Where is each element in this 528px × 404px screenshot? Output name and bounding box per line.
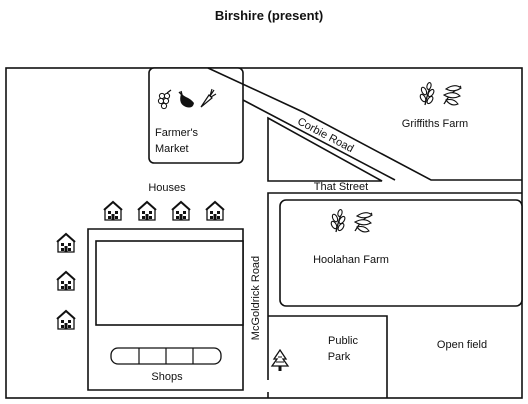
mcgoldrick-road-east-edge bbox=[267, 192, 522, 380]
house-icon bbox=[56, 233, 76, 253]
public-park-label-line2: Park bbox=[328, 351, 351, 363]
eggplant-icon bbox=[178, 90, 194, 108]
house-icon bbox=[171, 201, 191, 221]
public-park-label-line1: Public bbox=[328, 335, 358, 347]
house-icon bbox=[137, 201, 157, 221]
tree-icon bbox=[270, 348, 290, 371]
leaves-icon bbox=[443, 85, 462, 106]
house-icon bbox=[56, 310, 76, 330]
houses-label: Houses bbox=[148, 182, 186, 194]
hoolahan-farm-block bbox=[279, 199, 523, 307]
house-icon bbox=[205, 201, 225, 221]
farmers-market-label-line2: Market bbox=[155, 143, 189, 155]
farmers-market-block bbox=[148, 67, 244, 164]
central-block bbox=[95, 240, 244, 326]
mcgoldrick-road-west-edge bbox=[87, 228, 244, 391]
public-park-block bbox=[268, 315, 388, 398]
farmers-market-label-line1: Farmer's bbox=[155, 127, 199, 139]
map-title: Birshire (present) bbox=[215, 8, 323, 23]
that-street-label: That Street bbox=[314, 181, 368, 193]
griffiths-farm-label: Griffiths Farm bbox=[402, 118, 468, 130]
house-icon bbox=[103, 201, 123, 221]
shop-row-icon bbox=[110, 347, 222, 365]
carrot-icon bbox=[200, 88, 217, 108]
corbie-road-lower-edge bbox=[242, 99, 396, 181]
corbie-road-upper-edge bbox=[207, 67, 522, 181]
house-icon bbox=[56, 271, 76, 291]
wheat-icon bbox=[418, 81, 436, 106]
open-field-label: Open field bbox=[437, 339, 487, 351]
mcgoldrick-road-label: McGoldrick Road bbox=[250, 256, 262, 340]
shops-label: Shops bbox=[151, 371, 183, 383]
grapes-icon bbox=[157, 89, 172, 110]
triangle-block bbox=[267, 116, 383, 182]
hoolahan-farm-label: Hoolahan Farm bbox=[313, 254, 389, 266]
